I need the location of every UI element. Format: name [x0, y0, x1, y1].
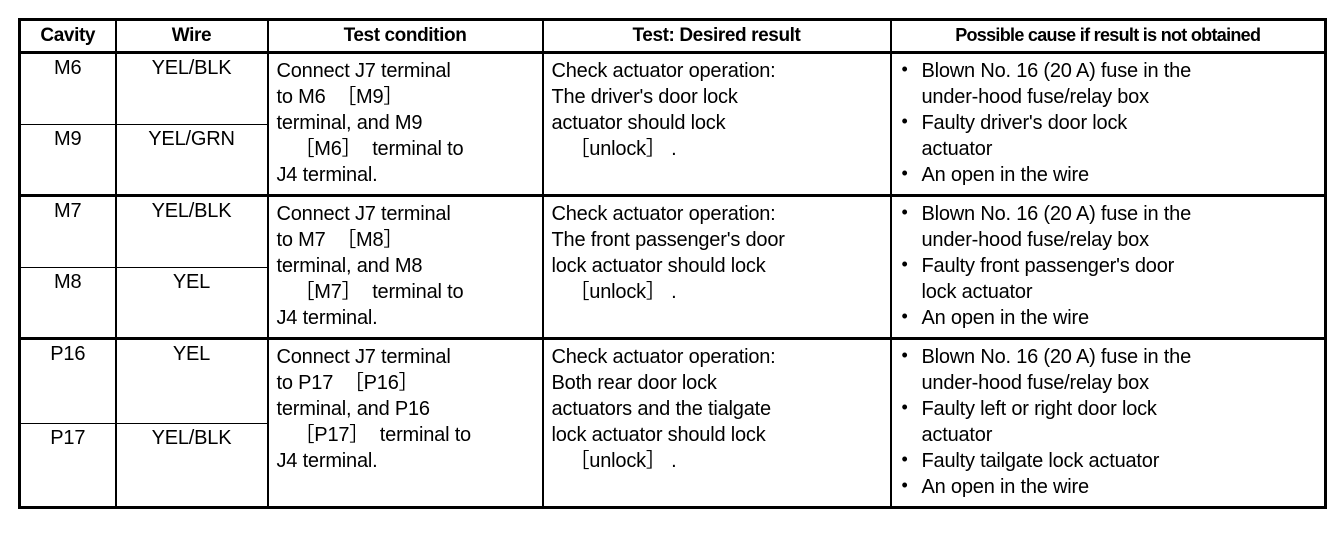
- column-header-wire: Wire: [114, 19, 269, 54]
- condition-line: Connect J7 terminal: [276, 203, 451, 225]
- cell-desired-result: Check actuator operation: Both rear door …: [541, 337, 892, 509]
- cause-line: Blown No. 16 (20 A) fuse in the: [921, 203, 1192, 225]
- cell-wire-top: YEL/BLK: [114, 51, 269, 125]
- cause-line: Faulty driver's door lock: [921, 112, 1128, 134]
- table-header: Cavity Wire Test condition Test: Desired…: [18, 19, 1327, 54]
- cause-line: Blown No. 16 (20 A) fuse in the: [921, 346, 1192, 368]
- cell-cavity-top: P16: [18, 337, 117, 424]
- troubleshooting-table: Cavity Wire Test condition Test: Desired…: [18, 18, 1327, 509]
- condition-line: ［M6］ terminal to: [294, 138, 464, 160]
- cause-list-item: Faulty tailgate lock actuator: [898, 447, 1321, 474]
- condition-line: terminal, and M9: [276, 112, 423, 134]
- result-line: Check actuator operation:: [551, 203, 776, 225]
- cell-cavity-top: M7: [18, 194, 117, 268]
- cell-possible-cause: Blown No. 16 (20 A) fuse in the under-hoo…: [889, 51, 1327, 197]
- column-header-cavity: Cavity: [18, 19, 117, 54]
- cell-test-condition: Connect J7 terminal to M6 ［M9］ terminal, a…: [266, 51, 544, 197]
- condition-line: to M7 ［M8］: [276, 229, 404, 251]
- cause-line: Faulty tailgate lock actuator: [921, 450, 1160, 472]
- condition-line: ［P17］ terminal to: [294, 424, 472, 446]
- cell-cavity-bottom: P17: [18, 422, 117, 508]
- cause-list: Blown No. 16 (20 A) fuse in the under-hoo…: [898, 57, 1321, 188]
- cause-line: actuator: [921, 138, 993, 160]
- condition-line: Connect J7 terminal: [276, 60, 451, 82]
- result-line: lock actuator should lock: [551, 255, 766, 277]
- result-line: The front passenger's door: [551, 229, 785, 251]
- cause-list-item: Faulty front passenger's door lock actuat…: [898, 252, 1321, 305]
- cause-line: Faulty front passenger's door: [921, 255, 1175, 277]
- cell-desired-result: Check actuator operation: The driver's do…: [541, 51, 892, 197]
- cause-list-item: An open in the wire: [898, 161, 1321, 188]
- cause-line: Faulty left or right door lock: [921, 398, 1157, 420]
- cell-possible-cause: Blown No. 16 (20 A) fuse in the under-hoo…: [889, 194, 1327, 340]
- result-line: ［unlock］ .: [569, 138, 677, 160]
- cell-cavity-bottom: M9: [18, 123, 117, 196]
- cell-wire-top: YEL: [114, 337, 269, 424]
- condition-line: Connect J7 terminal: [276, 346, 451, 368]
- column-header-possible-cause: Possible cause if result is not obtained: [889, 19, 1327, 54]
- cause-list-item: Blown No. 16 (20 A) fuse in the under-hoo…: [898, 57, 1321, 110]
- condition-line: terminal, and M8: [276, 255, 423, 277]
- cause-line: An open in the wire: [921, 164, 1090, 186]
- cause-line: Blown No. 16 (20 A) fuse in the: [921, 60, 1192, 82]
- cell-wire-top: YEL/BLK: [114, 194, 269, 268]
- column-header-desired-result: Test: Desired result: [541, 19, 892, 54]
- cause-line: An open in the wire: [921, 307, 1090, 329]
- cell-wire-bottom: YEL/BLK: [114, 422, 269, 508]
- cell-possible-cause: Blown No. 16 (20 A) fuse in the under-hoo…: [889, 337, 1327, 509]
- condition-line: to M6 ［M9］: [276, 86, 404, 108]
- cell-desired-result: Check actuator operation: The front passe…: [541, 194, 892, 340]
- cause-line: An open in the wire: [921, 476, 1090, 498]
- cause-line: under-hood fuse/relay box: [921, 372, 1150, 394]
- result-line: ［unlock］ .: [569, 281, 677, 303]
- cause-list-item: Faulty driver's door lock actuator: [898, 109, 1321, 162]
- header-row: Cavity Wire Test condition Test: Desired…: [18, 19, 1327, 54]
- cell-test-condition: Connect J7 terminal to M7 ［M8］ terminal, a…: [266, 194, 544, 340]
- result-line: lock actuator should lock: [551, 424, 766, 446]
- column-header-test-condition: Test condition: [266, 19, 544, 54]
- cell-cavity-bottom: M8: [18, 266, 117, 339]
- result-line: Check actuator operation:: [551, 346, 776, 368]
- cause-list-item: An open in the wire: [898, 304, 1321, 331]
- cell-cavity-top: M6: [18, 51, 117, 125]
- cause-line: actuator: [921, 424, 993, 446]
- cause-line: under-hood fuse/relay box: [921, 86, 1150, 108]
- condition-line: J4 terminal.: [276, 450, 378, 472]
- condition-line: terminal, and P16: [276, 398, 431, 420]
- cell-wire-bottom: YEL: [114, 266, 269, 339]
- cause-list: Blown No. 16 (20 A) fuse in the under-hoo…: [898, 200, 1321, 331]
- cell-test-condition: Connect J7 terminal to P17 ［P16］ terminal,…: [266, 337, 544, 509]
- result-line: actuator should lock: [551, 112, 726, 134]
- cause-list-item: Blown No. 16 (20 A) fuse in the under-hoo…: [898, 200, 1321, 253]
- cause-list: Blown No. 16 (20 A) fuse in the under-hoo…: [898, 343, 1321, 500]
- cause-line: lock actuator: [921, 281, 1033, 303]
- cause-list-item: Blown No. 16 (20 A) fuse in the under-hoo…: [898, 343, 1321, 396]
- result-line: Check actuator operation:: [551, 60, 776, 82]
- condition-line: J4 terminal.: [276, 307, 378, 329]
- cause-line: under-hood fuse/relay box: [921, 229, 1150, 251]
- cell-wire-bottom: YEL/GRN: [114, 123, 269, 196]
- cause-list-item: An open in the wire: [898, 473, 1321, 500]
- cause-list-item: Faulty left or right door lock actuator: [898, 395, 1321, 448]
- condition-line: J4 terminal.: [276, 164, 378, 186]
- condition-line: ［M7］ terminal to: [294, 281, 464, 303]
- result-line: Both rear door lock: [551, 372, 717, 394]
- result-line: actuators and the tialgate: [551, 398, 772, 420]
- condition-line: to P17 ［P16］: [276, 372, 419, 394]
- result-line: The driver's door lock: [551, 86, 738, 108]
- result-line: ［unlock］ .: [569, 450, 677, 472]
